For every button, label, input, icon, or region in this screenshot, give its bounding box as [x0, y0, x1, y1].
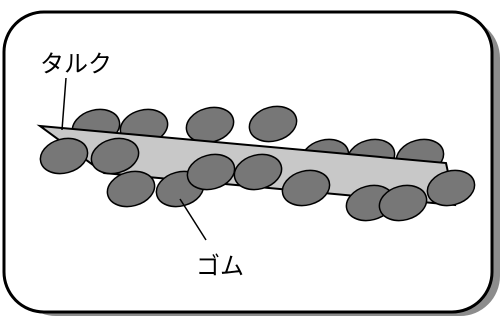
talc-label: タルク	[40, 50, 112, 78]
rubber-particle	[378, 184, 428, 222]
rubber-particle	[39, 137, 89, 175]
rubber-particle	[426, 169, 476, 207]
rubber-particle	[186, 153, 236, 191]
rubber-particles-front	[39, 137, 476, 222]
rubber-particle	[233, 153, 283, 191]
talc-leader-line	[61, 77, 67, 131]
rubber-leader-line	[179, 198, 207, 241]
rubber-particle	[281, 169, 331, 207]
rubber-label: ゴム	[196, 252, 244, 280]
rubber-particle	[106, 170, 156, 208]
rubber-particle	[90, 137, 140, 175]
rubber-particle	[248, 105, 298, 143]
